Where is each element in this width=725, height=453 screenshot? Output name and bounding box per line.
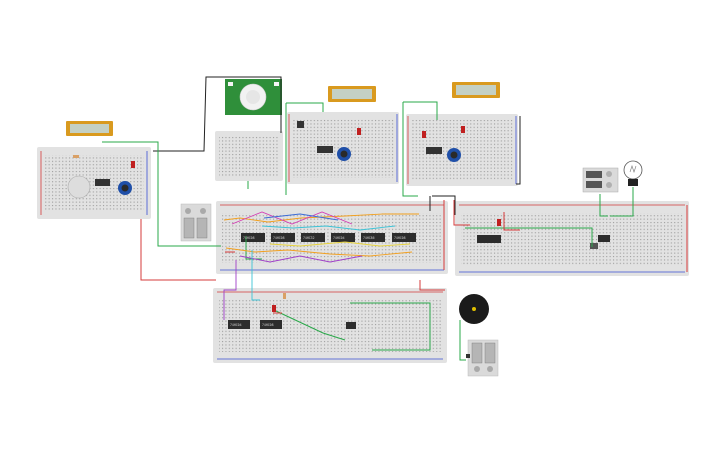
chip-topmid[interactable] bbox=[317, 146, 333, 153]
lcd-2[interactable] bbox=[328, 86, 376, 102]
potentiometer-topright[interactable] bbox=[447, 148, 461, 162]
wires-black bbox=[153, 76, 521, 215]
chip-g-label: 74HC04 bbox=[230, 323, 242, 327]
chip-row-bottom[interactable] bbox=[228, 320, 356, 329]
chip-f-label: 74HC08 bbox=[394, 236, 406, 240]
breadboard-top-right[interactable] bbox=[406, 114, 518, 186]
chip-left[interactable] bbox=[95, 179, 110, 186]
chip-e-label: 74HC86 bbox=[363, 236, 375, 240]
chip-b-label: 74HC08 bbox=[273, 236, 285, 240]
chip-a-label: 74HC08 bbox=[243, 236, 255, 240]
chip-row-main[interactable] bbox=[241, 233, 416, 242]
leds-resistors bbox=[73, 121, 501, 358]
wires-red bbox=[140, 200, 688, 314]
piezo-buzzer[interactable] bbox=[459, 294, 489, 324]
battery-pack-left[interactable] bbox=[180, 203, 212, 242]
wires-green bbox=[102, 101, 634, 361]
ultrasonic-disc[interactable] bbox=[67, 175, 91, 199]
breadboard-left[interactable] bbox=[37, 147, 151, 219]
light-bulb[interactable] bbox=[623, 160, 643, 186]
breadboard-bottom[interactable] bbox=[213, 288, 447, 363]
relay-module[interactable] bbox=[590, 243, 598, 249]
chip-c-label: 74HC32 bbox=[303, 236, 315, 240]
chip-labels: 74HC08 74HC08 74HC32 74HC04 74HC86 74HC0… bbox=[230, 236, 406, 327]
lcd-1[interactable] bbox=[66, 121, 113, 136]
battery-pack-bottom[interactable] bbox=[467, 339, 499, 377]
pir-sensor[interactable] bbox=[225, 79, 282, 115]
chip-h-label: 74HC08 bbox=[262, 323, 274, 327]
wires-logic bbox=[223, 211, 419, 320]
chip-right-board[interactable] bbox=[477, 235, 610, 243]
potentiometer-topmid[interactable] bbox=[337, 147, 351, 161]
potentiometer-left[interactable] bbox=[118, 181, 132, 195]
chip-d-label: 74HC04 bbox=[333, 236, 345, 240]
chip-topright[interactable] bbox=[426, 147, 442, 154]
lcd-3[interactable] bbox=[452, 82, 500, 98]
breadboard-small-top[interactable] bbox=[215, 131, 283, 181]
power-supply[interactable] bbox=[582, 167, 619, 193]
